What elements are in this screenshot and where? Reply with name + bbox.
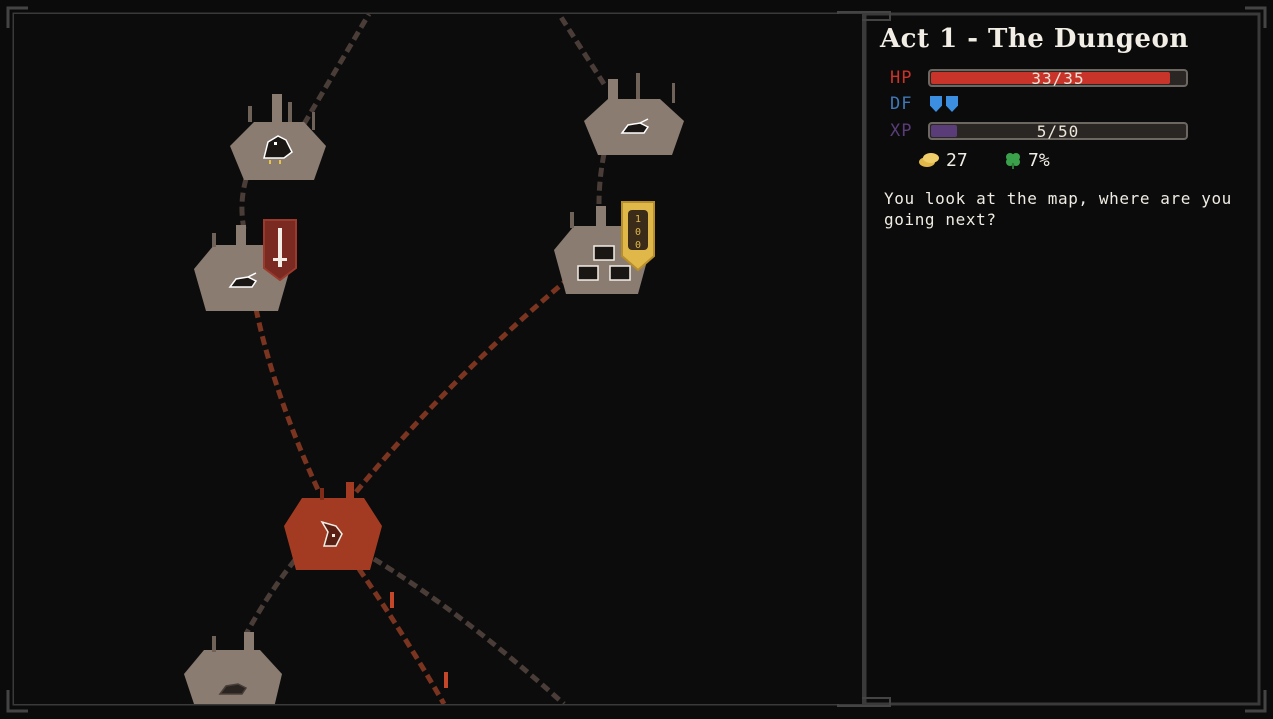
xp-text: 5/50 xyxy=(1036,122,1080,141)
dungeon-map: 1 0 0 xyxy=(14,14,862,704)
treasure-chests-icon xyxy=(577,245,631,281)
hp-bar: 33/35 xyxy=(928,69,1188,88)
path-torch xyxy=(390,592,394,608)
map-node-crow[interactable] xyxy=(224,84,334,194)
hp-label: HP xyxy=(890,68,913,88)
gold-count: 27 xyxy=(946,150,968,171)
map-paths xyxy=(239,14,607,704)
shield-icon xyxy=(946,96,958,112)
gold-banner: 1 0 0 xyxy=(621,201,655,272)
rat-enemy-icon xyxy=(620,118,650,134)
svg-text:0: 0 xyxy=(635,227,641,238)
player-character-icon xyxy=(320,520,343,547)
crow-enemy-icon xyxy=(263,135,293,164)
coin-stack-icon xyxy=(919,153,939,167)
clover-icon xyxy=(1006,153,1020,169)
luck-percent: 7% xyxy=(1028,150,1050,171)
narration-text: You look at the map, where are you going… xyxy=(884,189,1232,229)
act-title: Act 1 - The Dungeon xyxy=(880,24,1189,54)
map-node-current[interactable] xyxy=(280,478,386,578)
hp-text: 33/35 xyxy=(1031,69,1085,88)
svg-text:1: 1 xyxy=(635,214,641,225)
shield-icon xyxy=(930,96,942,112)
sword-banner xyxy=(263,219,297,282)
rat-enemy-icon xyxy=(218,683,248,695)
sword-icon xyxy=(273,228,287,267)
map-node-bottom-left[interactable] xyxy=(180,626,290,704)
svg-text:0: 0 xyxy=(635,240,641,251)
df-label: DF xyxy=(890,94,913,114)
xp-label: XP xyxy=(890,121,913,141)
xp-bar: 5/50 xyxy=(928,122,1188,141)
status-panel: Act 1 - The Dungeon HP 33/35 DF XP 5/50 … xyxy=(866,14,1259,704)
rat-enemy-icon xyxy=(228,272,258,288)
map-node-rat-top[interactable] xyxy=(580,69,690,169)
xp-bar-fill xyxy=(931,125,957,137)
path-torch xyxy=(444,672,448,688)
hp-bar-fill xyxy=(931,72,1170,84)
